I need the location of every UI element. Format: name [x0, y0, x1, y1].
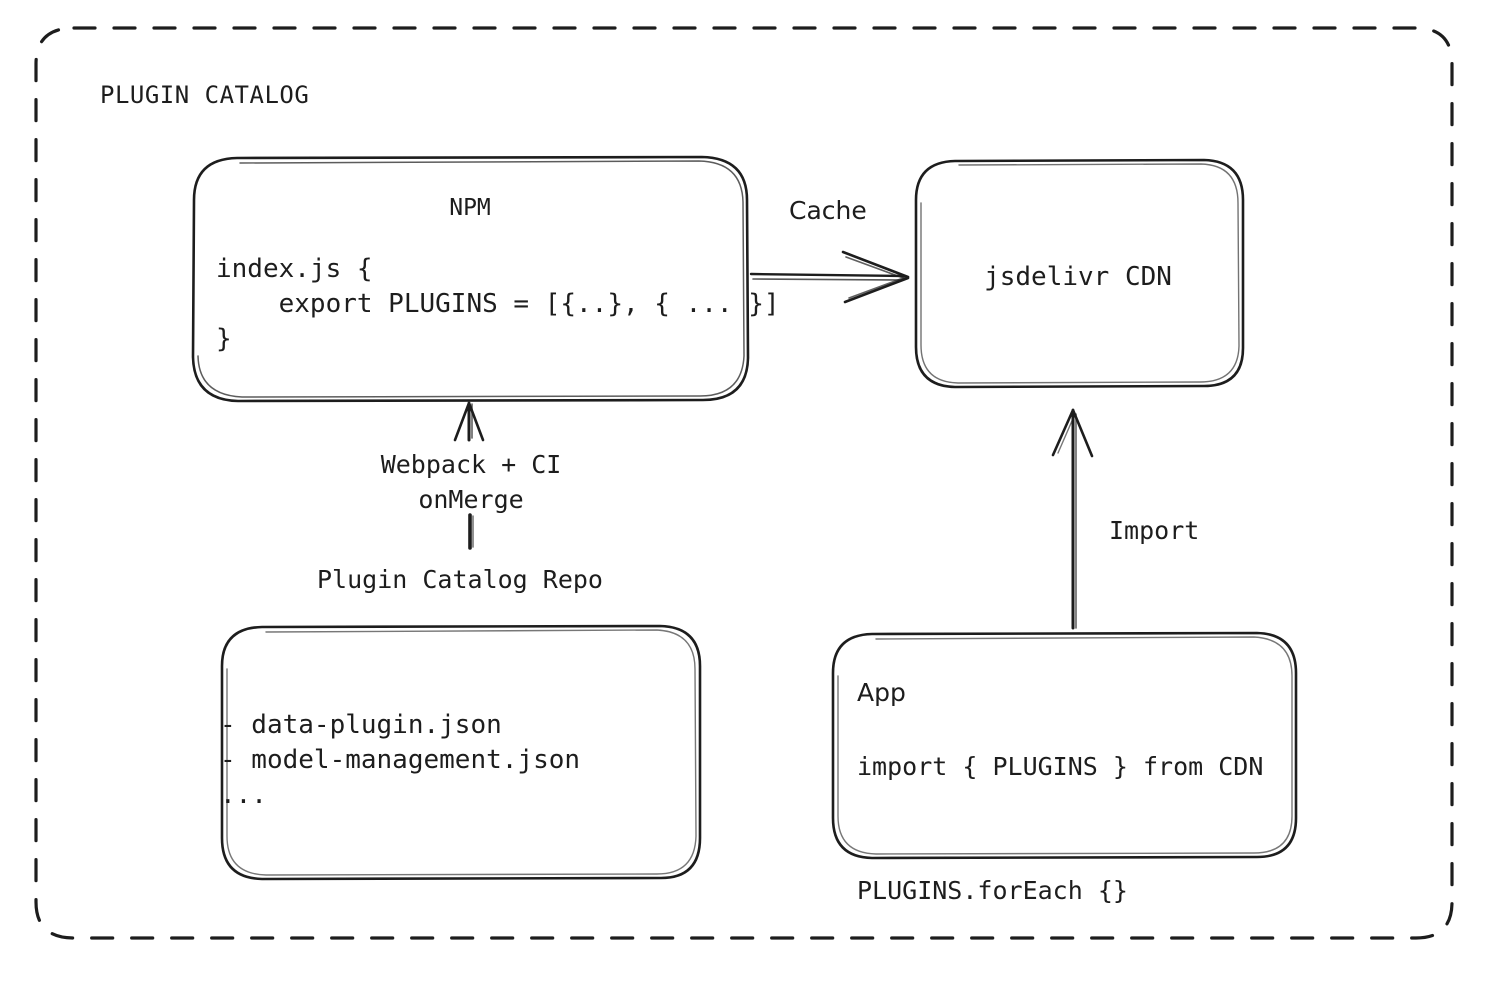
build-edge-label: Webpack + CI onMerge: [380, 450, 562, 514]
cache-edge-label: Cache: [789, 196, 867, 225]
repo-node-caption: Plugin Catalog Repo: [317, 565, 603, 594]
import-arrow: [1051, 408, 1094, 630]
import-edge-label: Import: [1109, 516, 1200, 545]
app-node-code: import { PLUGINS } from CDN PLUGINS.forE…: [857, 752, 1264, 905]
npm-node-code: index.js { export PLUGINS = [{..}, { ...…: [216, 254, 780, 354]
cdn-node-title: jsdelivr CDN: [984, 262, 1172, 292]
repo-node-file-list: - data-plugin.json - model-management.js…: [220, 710, 581, 810]
npm-node-title: NPM: [449, 195, 491, 221]
page-title: PLUGIN CATALOG: [100, 81, 310, 109]
app-node-title: App: [857, 678, 906, 707]
